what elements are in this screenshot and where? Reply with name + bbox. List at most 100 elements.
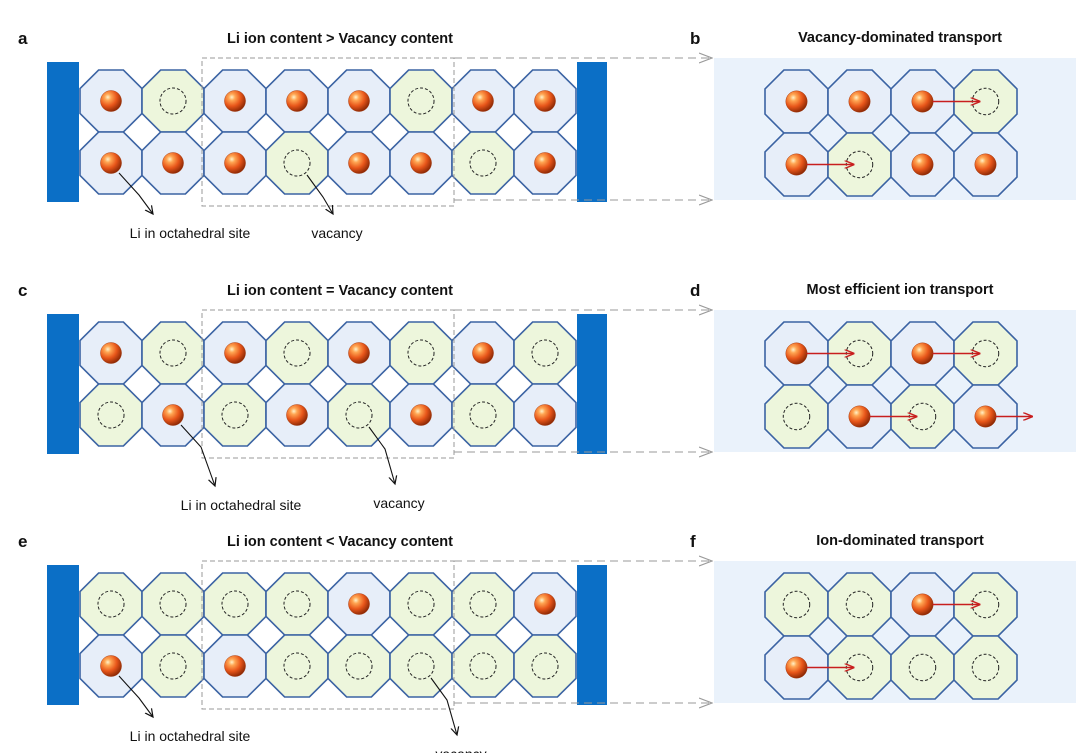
- panel-title-c: Li ion content = Vacancy content: [227, 283, 453, 299]
- li-ion: [785, 90, 808, 113]
- li-ion: [472, 342, 494, 364]
- vacancy-circle: [407, 652, 435, 680]
- vacancy-circle: [159, 590, 187, 618]
- li-ion: [911, 342, 934, 365]
- vacancy-circle: [345, 401, 373, 429]
- panel-title-b: Vacancy-dominated transport: [798, 30, 1002, 46]
- octahedral-site-vacant: [79, 572, 143, 636]
- octahedral-site-vacant: [327, 634, 391, 698]
- octahedral-site-vacant: [141, 321, 205, 385]
- octahedral-site-vacant: [451, 572, 515, 636]
- li-ion: [348, 342, 370, 364]
- leader-line-vacancy: [306, 174, 333, 214]
- li-ion: [410, 404, 432, 426]
- li-ion: [100, 342, 122, 364]
- label-vacancy: vacancy: [311, 225, 362, 241]
- li-ion: [785, 342, 808, 365]
- vacancy-circle: [971, 653, 1000, 682]
- leader-line-vacancy: [368, 426, 395, 484]
- octahedral-site-vacant: [827, 132, 892, 197]
- vacancy-circle: [221, 590, 249, 618]
- vacancy-circle: [908, 653, 937, 682]
- li-ion: [348, 90, 370, 112]
- panel-title-d: Most efficient ion transport: [807, 282, 994, 298]
- electrode-left: [47, 565, 79, 705]
- li-ion: [224, 342, 246, 364]
- octahedral-site-vacant: [389, 69, 453, 133]
- panel-title-f: Ion-dominated transport: [816, 533, 984, 549]
- li-ion: [286, 404, 308, 426]
- label-li-octahedral: Li in octahedral site: [130, 225, 251, 241]
- li-ion: [224, 152, 246, 174]
- panel-f-lattice: [764, 572, 1018, 700]
- li-ion: [534, 404, 556, 426]
- panel-letter-b: b: [690, 29, 700, 48]
- li-ion: [410, 152, 432, 174]
- panel-title-e: Li ion content < Vacancy content: [227, 534, 453, 550]
- panel-b-lattice: [764, 69, 1018, 197]
- vacancy-circle: [407, 87, 435, 115]
- panel-e-lattice: [79, 572, 577, 698]
- vacancy-circle: [531, 652, 559, 680]
- li-ion: [911, 153, 934, 176]
- octahedral-site-vacant: [764, 572, 829, 637]
- li-ion: [911, 593, 934, 616]
- panel-letter-d: d: [690, 281, 700, 300]
- vacancy-circle: [782, 402, 811, 431]
- vacancy-circle: [221, 401, 249, 429]
- leader-line-vacancy: [430, 677, 457, 735]
- vacancy-circle: [782, 590, 811, 619]
- electrode-left: [47, 314, 79, 454]
- electrode-left: [47, 62, 79, 202]
- electrode-right: [577, 62, 607, 202]
- li-ion: [100, 90, 122, 112]
- vacancy-circle: [469, 149, 497, 177]
- li-ion: [534, 90, 556, 112]
- octahedral-site-vacant: [389, 321, 453, 385]
- li-ion: [848, 90, 871, 113]
- panel-letter-f: f: [690, 532, 696, 551]
- octahedral-site-vacant: [141, 572, 205, 636]
- vacancy-circle: [283, 339, 311, 367]
- li-ion: [100, 655, 122, 677]
- octahedral-site-vacant: [265, 131, 329, 195]
- octahedral-site-vacant: [389, 572, 453, 636]
- octahedral-site-vacant: [451, 634, 515, 698]
- vacancy-circle: [469, 401, 497, 429]
- leader-line-li: [118, 172, 153, 214]
- panel-a-lattice: [79, 69, 577, 195]
- panel-letter-e: e: [18, 532, 27, 551]
- leader-line-li: [180, 424, 215, 486]
- octahedral-site-vacant: [827, 635, 892, 700]
- label-li-octahedral: Li in octahedral site: [181, 497, 302, 513]
- vacancy-circle: [845, 590, 874, 619]
- vacancy-circle: [159, 339, 187, 367]
- li-ion: [974, 405, 997, 428]
- panel-letter-a: a: [18, 29, 28, 48]
- octahedral-site-vacant: [79, 383, 143, 447]
- vacancy-circle: [407, 590, 435, 618]
- li-ion: [534, 593, 556, 615]
- vacancy-circle: [283, 652, 311, 680]
- label-vacancy: vacancy: [435, 746, 486, 753]
- octahedral-site-vacant: [265, 572, 329, 636]
- octahedral-site-vacant: [513, 634, 577, 698]
- panel-letter-c: c: [18, 281, 27, 300]
- vacancy-circle: [283, 590, 311, 618]
- vacancy-circle: [531, 339, 559, 367]
- octahedral-site-vacant: [141, 69, 205, 133]
- electrode-right: [577, 314, 607, 454]
- octahedral-site-vacant: [141, 634, 205, 698]
- octahedral-site-vacant: [764, 384, 829, 449]
- panel-c-lattice: [79, 321, 577, 447]
- vacancy-circle: [97, 401, 125, 429]
- li-ion: [162, 404, 184, 426]
- octahedral-site-vacant: [890, 384, 955, 449]
- panel-d-lattice: [764, 321, 1018, 449]
- li-ion: [224, 655, 246, 677]
- octahedral-site-vacant: [203, 383, 267, 447]
- octahedral-site-vacant: [451, 131, 515, 195]
- octahedral-site-vacant: [953, 635, 1018, 700]
